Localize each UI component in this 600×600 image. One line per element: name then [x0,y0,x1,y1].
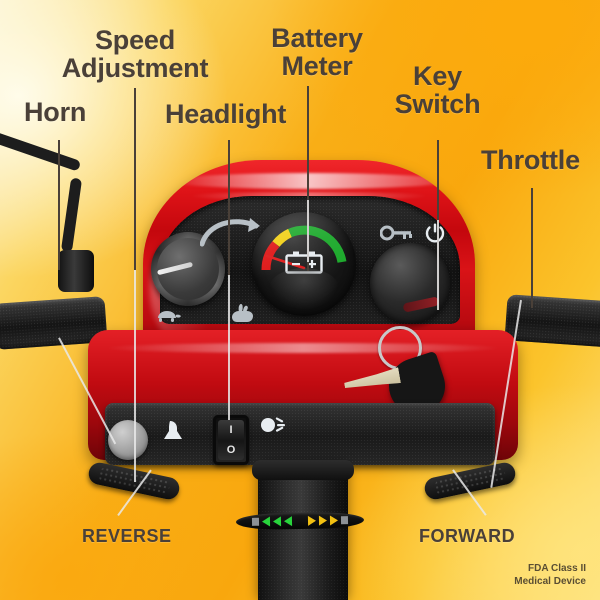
leader-line-keyswitch [437,140,439,290]
callout-label-reverse: REVERSE [82,526,172,546]
leader-line-horn [58,140,60,270]
horn-icon [164,421,182,439]
mirror-collar [58,250,94,292]
leader-line-headlight [228,140,230,275]
power-icon [425,223,445,243]
led-forward-arrow [307,515,317,526]
led-end-left [251,517,260,526]
callout-label-headlight: Headlight [165,99,287,129]
tiller-stem [258,462,348,600]
key-icon [380,225,412,241]
rocker-on-label: I [229,424,233,436]
mirror-arm-bend [60,177,83,253]
callout-label-battery-meter: Battery Meter [271,23,363,82]
leader-line-speed-white [134,270,136,482]
speed-arc-icon [200,218,260,247]
rocker-off-label: O [226,444,236,456]
callout-label-key-switch: Key Switch [394,61,481,120]
leader-line-keyswitch-white [437,220,439,310]
led-forward-arrow [329,515,339,526]
leader-line-throttle [531,188,533,308]
tortoise-icon [158,311,181,322]
hare-icon [232,304,253,322]
callout-label-throttle: Throttle [481,145,580,175]
leader-line-battery [307,86,309,271]
speed-adjustment-knob[interactable] [151,232,225,306]
leader-line-battery-white [307,200,309,262]
horn-button[interactable] [108,420,148,460]
led-reverse-arrow [272,516,282,527]
callout-label-horn: Horn [24,97,87,127]
led-forward-arrow [318,515,328,526]
headlight-icon [261,417,285,432]
battery-meter-gauge [252,212,356,316]
callout-label-speed-adjustment: Speed Adjustment [61,25,209,84]
callout-label-forward: FORWARD [419,526,516,546]
leader-line-headlight-white [228,275,230,420]
led-reverse-arrow [283,516,293,527]
fda-footnote: FDA Class II Medical Device [514,563,586,587]
leader-line-speed [134,88,136,270]
led-reverse-arrow [261,516,271,527]
led-end-right [340,516,349,525]
tiller-collar [252,460,354,480]
mirror-arm [0,131,82,172]
headlight-rocker-switch[interactable]: I O [213,415,249,465]
